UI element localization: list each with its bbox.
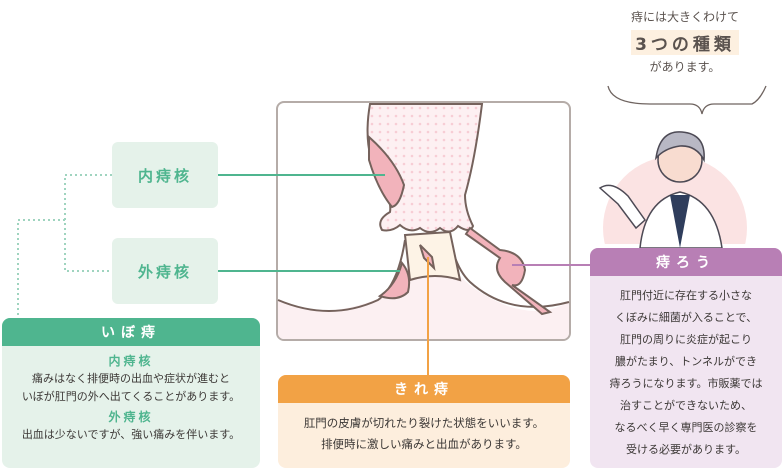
fistula-line: 治すことができないため、 [620,399,752,412]
fissure-text-1: 肛門の皮膚が切れたり裂けた状態をいいます。 [303,416,545,430]
fistula-line: 肛門付近に存在する小さな [620,289,752,302]
external-title: 外痔核 [108,410,154,424]
internal-title: 内痔核 [108,354,154,368]
hemorrhoids-title: いぼ痔 [2,318,260,346]
external-hemorrhoid-label: 外痔核 [112,238,218,304]
fistula-line: 膿がたまり、トンネルができ [614,355,757,368]
intro-line-1: 痔には大きくわけて [630,10,739,24]
fistula-line: 肛門の周りに炎症が起こり [620,333,752,346]
internal-hemorrhoid-label: 内痔核 [112,142,218,208]
hemorrhoids-card: いぼ痔 内痔核 痛みはなく排便時の出血や症状が進むと いぼが肛門の外へ出てくるこ… [2,318,260,468]
fistula-line: 痔ろうになります。市販薬では [609,377,763,390]
internal-text-1: 痛みはなく排便時の出血や症状が進むと [32,372,230,385]
intro-line-2: 3つの種類 [631,30,739,55]
internal-text-2: いぼが肛門の外へ出てくることがあります。 [21,390,241,403]
intro-line-3: があります。 [649,60,721,74]
fistula-title: 痔ろう [590,248,782,276]
fissure-title: きれ痔 [278,375,570,403]
intro-bubble: 痔には大きくわけて 3つの種類 があります。 [600,6,770,75]
fistula-line: 受ける必要があります。 [626,443,746,456]
fistula-card: 痔ろう 肛門付近に存在する小さな くぼみに細菌が入ることで、 肛門の周りに炎症が… [590,248,782,468]
fissure-card: きれ痔 肛門の皮膚が切れたり裂けた状態をいいます。 排便時に激しい痛みと出血があ… [278,375,570,468]
fistula-line: なるべく早く専門医の診察を [614,421,758,434]
fissure-text-2: 排便時に激しい痛みと出血があります。 [321,437,527,451]
external-text: 出血は少ないですが、強い痛みを伴います。 [21,428,241,441]
fistula-line: くぼみに細菌が入ることで、 [614,311,758,324]
